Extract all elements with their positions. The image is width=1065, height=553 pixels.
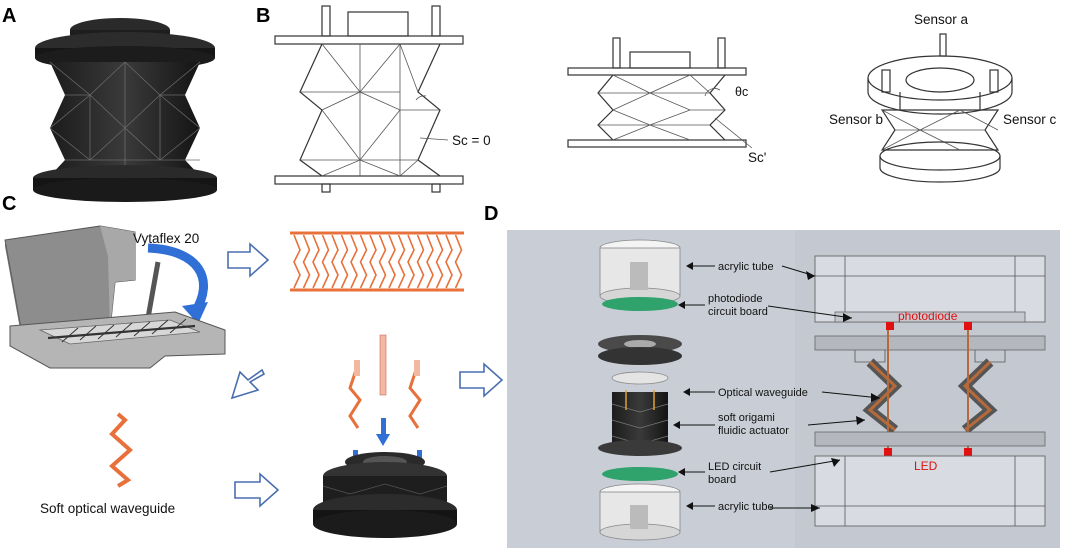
mold-bottom	[9, 311, 226, 369]
panel-b: B Sc = 0	[256, 5, 1057, 193]
waveguide-strip	[454, 234, 463, 289]
pour-arrow	[147, 243, 208, 315]
sc-prime-label: Sc'	[748, 150, 766, 165]
actuator-photo	[33, 18, 217, 202]
waveguide-strip	[378, 234, 387, 289]
waveguide-strip	[293, 234, 301, 289]
arrow-right-2	[234, 472, 280, 508]
pipette	[145, 261, 161, 319]
waveguide-strip	[445, 234, 453, 289]
panel-c: C Vytaflex 20	[2, 193, 504, 538]
waveguide-strip	[388, 234, 396, 289]
panel-c-label: C	[2, 193, 16, 215]
waveguide-strip	[397, 234, 406, 289]
waveguide-strip	[416, 234, 425, 289]
leader-arrowheads	[806, 271, 880, 512]
photodiode-board-label-2: circuit board	[708, 306, 768, 318]
waveguide-strip	[407, 234, 415, 289]
panel-a: A	[2, 5, 217, 202]
waveguide-strip	[350, 234, 358, 289]
arrow-right-1	[227, 242, 270, 278]
origami-drawing-extended: Sc = 0	[274, 5, 491, 193]
material-label: Vytaflex 20	[133, 231, 199, 246]
soft-waveguide	[108, 412, 134, 488]
exploded-view	[598, 239, 682, 541]
actuator-label-1: soft origami	[718, 412, 775, 424]
panel-d-label: D	[484, 203, 498, 225]
mold-top	[4, 225, 136, 340]
cross-section: photodiode LED	[814, 255, 1046, 527]
sensor-layout-drawing: Sensor a Sensor b Sensor c	[829, 12, 1057, 183]
led-red-label: LED	[914, 459, 938, 473]
panel-d: D	[484, 203, 1060, 548]
acrylic-tube-top-label: acrylic tube	[718, 261, 774, 273]
waveguide-strip	[435, 234, 444, 289]
panel-b-label: B	[256, 5, 270, 27]
theta-label: θc	[735, 85, 748, 99]
waveguide-strip	[369, 234, 377, 289]
actuator-label-2: fluidic actuator	[718, 425, 789, 437]
waveguide-strip	[426, 234, 434, 289]
arrow-down-left	[230, 368, 266, 400]
waveguide-strip	[321, 234, 330, 289]
panel-a-label: A	[2, 5, 16, 27]
acrylic-tube-bottom-label: acrylic tube	[718, 501, 774, 513]
sensor-b-label: Sensor b	[829, 112, 883, 127]
origami-drawing-compressed: θc Sc'	[567, 37, 766, 165]
photodiode-board-label-1: photodiode	[708, 293, 762, 305]
waveguide-strip-array	[290, 231, 464, 292]
waveguide-strip	[331, 234, 339, 289]
sensor-c-label: Sensor c	[1003, 112, 1057, 127]
arrow-right-3	[459, 362, 504, 398]
exploded-labels: acrylic tube photodiode circuit board Op…	[673, 261, 808, 513]
led-board-label-2: board	[708, 474, 736, 486]
actuator-assembly	[313, 452, 457, 538]
waveguide-label: Soft optical waveguide	[40, 501, 175, 516]
waveguide-strip	[340, 234, 349, 289]
sensor-a-label: Sensor a	[914, 12, 969, 27]
waveguide-strip	[312, 234, 320, 289]
photodiode-red-label: photodiode	[898, 309, 958, 323]
sc-zero-label: Sc = 0	[452, 133, 491, 148]
waveguide-strip	[302, 234, 311, 289]
led-board-label-1: LED circuit	[708, 461, 761, 473]
waveguide-strip	[359, 234, 368, 289]
waveguide-insertion	[348, 334, 422, 464]
optical-waveguide-label: Optical waveguide	[718, 387, 808, 399]
